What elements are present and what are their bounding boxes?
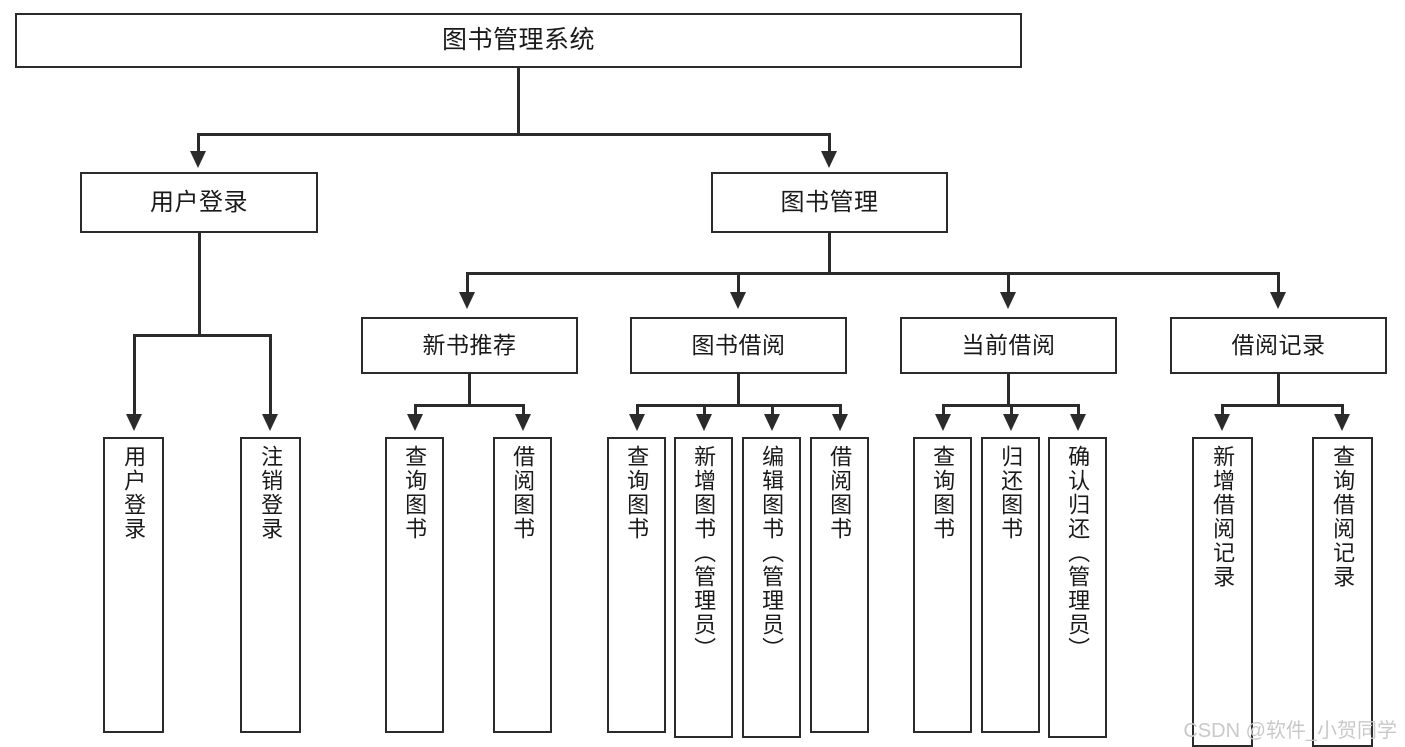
arrow-new-book-to-leaf-2 <box>515 414 531 431</box>
node-label: 新书推荐 <box>422 332 517 359</box>
arrow-root-to-user-login <box>190 151 206 168</box>
node-label: 用户登录 <box>150 188 248 216</box>
node-label: 用户登录 <box>121 445 147 541</box>
arrow-borrow-record-to-leaf-2 <box>1334 414 1350 431</box>
arrow-book-mgmt-to-new-book <box>459 292 475 309</box>
connector-book-borrow-to-leaf-1 <box>636 404 639 418</box>
node-label: 新增借阅记录 <box>1210 445 1236 589</box>
connector-book-borrow-stem <box>737 374 740 406</box>
arrow-user-login-to-leaf-2 <box>262 414 278 431</box>
leaf-book-borrow-query[interactable]: 查询图书 <box>607 437 666 733</box>
node-user-login[interactable]: 用户登录 <box>80 172 318 233</box>
node-label: 当前借阅 <box>961 332 1056 359</box>
connector-current-borrow-to-leaf-2 <box>1010 404 1013 418</box>
arrow-book-borrow-to-leaf-2 <box>696 414 712 431</box>
arrow-book-mgmt-to-current <box>1000 292 1016 309</box>
connector-current-borrow-to-leaf-3 <box>1077 404 1080 418</box>
connector-user-login-to-leaf-2 <box>269 334 272 418</box>
leaf-borrow-record-add[interactable]: 新增借阅记录 <box>1192 437 1253 747</box>
node-label: 借阅图书 <box>510 445 536 541</box>
arrow-borrow-record-to-leaf-1 <box>1214 414 1230 431</box>
connector-book-borrow-to-leaf-2 <box>703 404 706 418</box>
node-label: 归还图书 <box>998 445 1024 541</box>
node-label: 查询图书 <box>402 445 428 541</box>
leaf-user-login-logout[interactable]: 注销登录 <box>240 437 301 733</box>
arrow-book-mgmt-to-borrow <box>730 292 746 309</box>
connector-borrow-record-to-leaf-2 <box>1341 404 1344 418</box>
connector-user-login-to-leaf-1 <box>133 334 136 418</box>
connector-new-book-to-leaf-2 <box>522 404 525 418</box>
leaf-new-book-borrow[interactable]: 借阅图书 <box>493 437 552 733</box>
connector-root-to-book-mgmt <box>828 133 831 153</box>
leaf-current-borrow-confirm[interactable]: 确认归还（管理员） <box>1048 437 1107 738</box>
arrow-book-borrow-to-leaf-1 <box>629 414 645 431</box>
node-label: 查询图书 <box>624 445 650 541</box>
node-label: 图书借阅 <box>691 332 786 359</box>
node-book-borrow[interactable]: 图书借阅 <box>630 317 847 374</box>
node-label: 确认归还（管理员） <box>1065 445 1091 661</box>
connector-book-borrow-to-leaf-3 <box>771 404 774 418</box>
connector-borrow-record-stem <box>1277 374 1280 406</box>
arrow-user-login-to-leaf-1 <box>126 414 142 431</box>
node-book-management[interactable]: 图书管理 <box>711 172 948 233</box>
connector-book-borrow-to-leaf-4 <box>839 404 842 418</box>
arrow-new-book-to-leaf-1 <box>407 414 423 431</box>
connector-user-login-bus <box>133 334 271 337</box>
connector-book-mgmt-bus <box>466 272 1278 275</box>
node-label: 图书管理系统 <box>441 26 595 55</box>
leaf-current-borrow-return[interactable]: 归还图书 <box>981 437 1040 733</box>
arrow-current-borrow-to-leaf-2 <box>1003 414 1019 431</box>
connector-book-mgmt-stem <box>828 233 831 274</box>
arrow-book-borrow-to-leaf-3 <box>764 414 780 431</box>
connector-book-mgmt-to-new-book <box>466 272 469 294</box>
connector-new-book-bus <box>414 404 524 407</box>
arrow-root-to-book-mgmt <box>821 151 837 168</box>
arrow-book-mgmt-to-record <box>1270 292 1286 309</box>
connector-current-borrow-stem <box>1007 374 1010 406</box>
node-root-system[interactable]: 图书管理系统 <box>15 13 1022 68</box>
connector-root-to-user-login <box>197 133 200 153</box>
leaf-current-borrow-query[interactable]: 查询图书 <box>913 437 972 733</box>
connector-new-book-stem <box>468 374 471 406</box>
arrow-current-borrow-to-leaf-3 <box>1070 414 1086 431</box>
connector-user-login-stem <box>198 233 201 336</box>
connector-root-bus <box>197 133 830 136</box>
connector-book-borrow-bus <box>636 404 840 407</box>
node-label: 图书管理 <box>780 188 879 216</box>
connector-current-borrow-to-leaf-1 <box>942 404 945 418</box>
node-label: 借阅记录 <box>1231 332 1326 359</box>
leaf-book-borrow-borrow[interactable]: 借阅图书 <box>810 437 869 733</box>
node-label: 查询借阅记录 <box>1330 445 1356 589</box>
node-new-book-recommend[interactable]: 新书推荐 <box>361 317 578 374</box>
connector-new-book-to-leaf-1 <box>414 404 417 418</box>
node-label: 查询图书 <box>930 445 956 541</box>
leaf-book-borrow-add[interactable]: 新增图书（管理员） <box>674 437 733 738</box>
node-label: 编辑图书（管理员） <box>759 445 785 661</box>
node-current-borrow[interactable]: 当前借阅 <box>900 317 1117 374</box>
arrow-book-borrow-to-leaf-4 <box>832 414 848 431</box>
connector-root-stem <box>517 68 520 135</box>
arrow-current-borrow-to-leaf-1 <box>935 414 951 431</box>
connector-borrow-record-bus <box>1221 404 1343 407</box>
leaf-borrow-record-query[interactable]: 查询借阅记录 <box>1312 437 1373 747</box>
connector-book-mgmt-to-borrow <box>737 272 740 294</box>
node-label: 借阅图书 <box>827 445 853 541</box>
leaf-book-borrow-edit[interactable]: 编辑图书（管理员） <box>742 437 801 738</box>
connector-book-mgmt-to-current <box>1007 272 1010 294</box>
connector-borrow-record-to-leaf-1 <box>1221 404 1224 418</box>
node-label: 注销登录 <box>258 445 284 541</box>
leaf-user-login-login[interactable]: 用户登录 <box>103 437 164 733</box>
node-label: 新增图书（管理员） <box>691 445 717 661</box>
node-borrow-record[interactable]: 借阅记录 <box>1170 317 1387 374</box>
csdn-watermark: CSDN @软件_小贺同学 <box>1183 720 1397 742</box>
leaf-new-book-query[interactable]: 查询图书 <box>385 437 444 733</box>
connector-book-mgmt-to-record <box>1277 272 1280 294</box>
